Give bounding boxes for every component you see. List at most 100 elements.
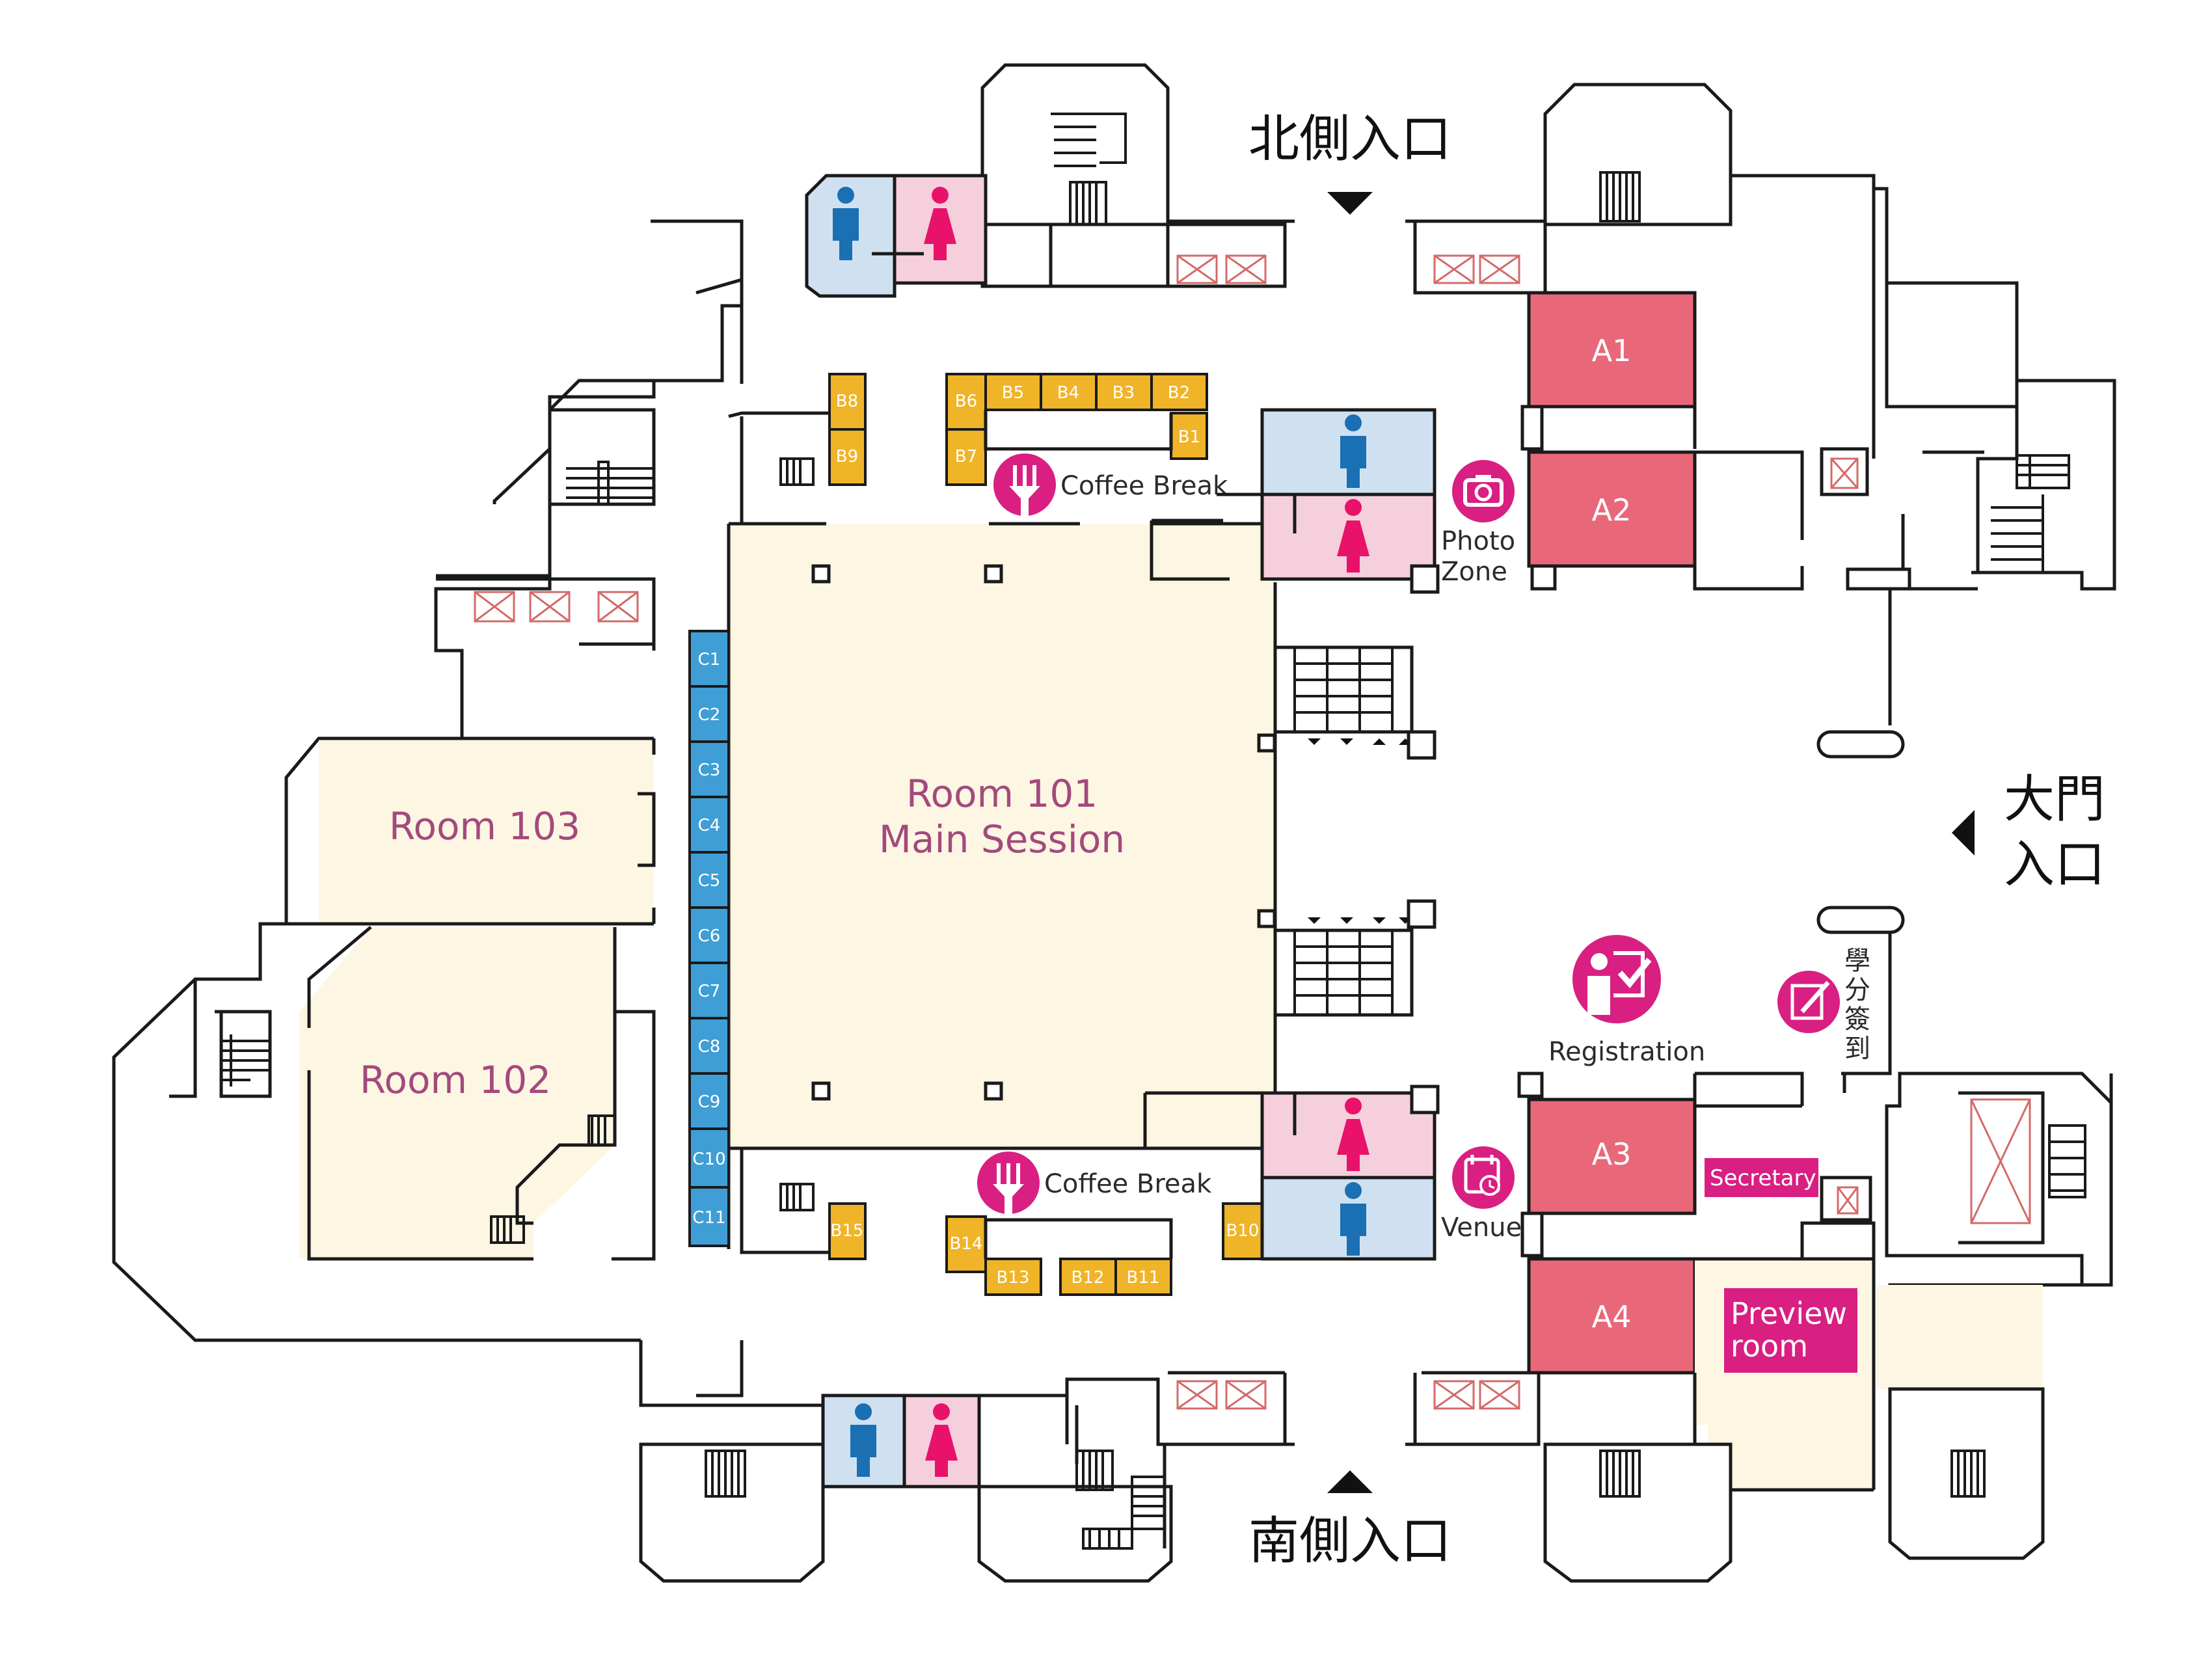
svg-text:C3: C3 bbox=[698, 761, 721, 780]
svg-text:B8: B8 bbox=[836, 392, 858, 411]
left-tables bbox=[474, 591, 639, 623]
svg-text:B3: B3 bbox=[1113, 383, 1135, 403]
registration[interactable]: Registration bbox=[1548, 935, 1705, 1067]
booth-c1[interactable]: C1 bbox=[688, 630, 730, 688]
secretary-office[interactable]: Secretary bbox=[1705, 1158, 1818, 1197]
triangle-arrow-icon bbox=[1327, 1470, 1373, 1493]
svg-text:B10: B10 bbox=[1226, 1221, 1260, 1241]
booth-b12[interactable]: B12 bbox=[1059, 1258, 1117, 1296]
room-a2[interactable]: A2 bbox=[1527, 450, 1697, 568]
booth-b4[interactable]: B4 bbox=[1040, 373, 1098, 411]
room-103-label: Room 103 bbox=[389, 804, 580, 848]
svg-text:B1: B1 bbox=[1178, 427, 1200, 447]
secretary-label: Secretary bbox=[1710, 1165, 1816, 1191]
room-101-main-session[interactable]: Room 101 Main Session bbox=[727, 522, 1277, 1150]
room-a2-label: A2 bbox=[1592, 492, 1632, 528]
room-101-label-2: Main Session bbox=[879, 817, 1125, 861]
camera-icon bbox=[1452, 460, 1515, 522]
female-restroom-icon bbox=[924, 187, 956, 260]
booth-b1[interactable]: B1 bbox=[1170, 412, 1208, 460]
booth-b11[interactable]: B11 bbox=[1114, 1258, 1172, 1296]
svg-text:B7: B7 bbox=[955, 447, 977, 466]
venue[interactable]: Venue bbox=[1441, 1146, 1522, 1243]
booth-b8[interactable]: B8 bbox=[828, 373, 867, 431]
room-a1[interactable]: A1 bbox=[1527, 291, 1697, 409]
coffee-break-bottom[interactable]: Coffee Break bbox=[977, 1152, 1212, 1214]
photo-zone-label-1: Photo bbox=[1441, 526, 1515, 556]
room-a4[interactable]: A4 bbox=[1527, 1257, 1697, 1375]
booth-b5[interactable]: B5 bbox=[984, 373, 1042, 411]
booth-b9[interactable]: B9 bbox=[828, 428, 867, 486]
female-restroom-icon bbox=[1337, 499, 1369, 573]
booth-b10[interactable]: B10 bbox=[1222, 1202, 1263, 1260]
south-entrance-label: 南側入口 bbox=[1248, 1512, 1451, 1571]
credit-signin-char-3: 簽 bbox=[1844, 1005, 1870, 1034]
room-a3-label: A3 bbox=[1592, 1137, 1632, 1172]
svg-text:B4: B4 bbox=[1057, 383, 1079, 403]
venue-label: Venue bbox=[1441, 1213, 1522, 1243]
escalators bbox=[1273, 645, 1436, 1017]
booth-b15[interactable]: B15 bbox=[828, 1202, 867, 1260]
booth-c3[interactable]: C3 bbox=[688, 740, 730, 798]
booth-c5[interactable]: C5 bbox=[688, 851, 730, 909]
east-block bbox=[1816, 189, 2116, 1560]
room-a3[interactable]: A3 bbox=[1527, 1098, 1697, 1215]
room-a4-label: A4 bbox=[1592, 1299, 1632, 1334]
booth-c6[interactable]: C6 bbox=[688, 906, 730, 964]
booth-c10[interactable]: C10 bbox=[688, 1127, 730, 1189]
preview-room-label-1: Preview bbox=[1731, 1296, 1847, 1331]
coffee-break-top[interactable]: Coffee Break bbox=[993, 453, 1228, 516]
north-restrooms bbox=[805, 174, 988, 298]
triangle-arrow-icon bbox=[1327, 192, 1373, 215]
booth-b6[interactable]: B6 bbox=[945, 373, 987, 431]
credit-signin-char-1: 學 bbox=[1844, 946, 1870, 976]
booth-c9[interactable]: C9 bbox=[688, 1072, 730, 1130]
north-entrance-label: 北側入口 bbox=[1248, 110, 1451, 169]
svg-text:C10: C10 bbox=[692, 1150, 725, 1169]
coffee-break-bottom-label: Coffee Break bbox=[1044, 1169, 1212, 1199]
booth-b3[interactable]: B3 bbox=[1095, 373, 1153, 411]
credit-signin-char-2: 分 bbox=[1844, 975, 1870, 1005]
male-restroom-icon bbox=[1340, 1182, 1366, 1256]
room-102[interactable]: Room 102 bbox=[299, 926, 656, 1261]
main-entrance-label-1: 大門 bbox=[2004, 770, 2105, 829]
photo-zone[interactable]: Photo Zone bbox=[1441, 460, 1515, 587]
booth-c11[interactable]: C11 bbox=[688, 1186, 730, 1247]
svg-text:B14: B14 bbox=[950, 1234, 983, 1254]
booth-b13[interactable]: B13 bbox=[984, 1258, 1042, 1296]
booths-c: C1 C2 C3 C4 C5 C6 C7 C8 C9 C10 C11 bbox=[688, 630, 730, 1247]
booth-b14[interactable]: B14 bbox=[945, 1215, 987, 1273]
entrance-tables bbox=[1168, 224, 1520, 1444]
male-restroom-icon bbox=[1340, 414, 1366, 488]
svg-text:C6: C6 bbox=[698, 926, 721, 946]
svg-text:C4: C4 bbox=[698, 816, 721, 835]
svg-text:B11: B11 bbox=[1127, 1268, 1160, 1288]
preview-room[interactable]: Preview room bbox=[1724, 1288, 1857, 1373]
room-103[interactable]: Room 103 bbox=[286, 736, 656, 926]
svg-text:B2: B2 bbox=[1168, 383, 1190, 403]
booth-c7[interactable]: C7 bbox=[688, 962, 730, 1019]
north-entrance[interactable]: 北側入口 bbox=[1248, 110, 1451, 215]
svg-text:B12: B12 bbox=[1072, 1268, 1105, 1288]
south-entrance[interactable]: 南側入口 bbox=[1248, 1470, 1451, 1571]
booth-c8[interactable]: C8 bbox=[688, 1017, 730, 1075]
svg-text:B9: B9 bbox=[836, 447, 858, 466]
svg-text:B13: B13 bbox=[997, 1268, 1030, 1288]
booth-c4[interactable]: C4 bbox=[688, 796, 730, 854]
main-entrance[interactable]: 大門 入口 bbox=[1952, 770, 2105, 894]
north-stair-blocks bbox=[980, 63, 1733, 288]
credit-signin-char-4: 到 bbox=[1844, 1034, 1870, 1064]
secretary-table bbox=[1820, 1176, 1872, 1222]
coffee-break-top-label: Coffee Break bbox=[1060, 471, 1228, 501]
booth-b2[interactable]: B2 bbox=[1150, 373, 1208, 411]
room-101-label-1: Room 101 bbox=[906, 772, 1098, 816]
svg-text:B15: B15 bbox=[831, 1221, 864, 1241]
registration-label: Registration bbox=[1548, 1037, 1705, 1067]
svg-text:C7: C7 bbox=[698, 982, 721, 1001]
credit-signin[interactable]: 學 分 簽 到 bbox=[1777, 946, 1887, 1075]
booth-b7[interactable]: B7 bbox=[945, 428, 987, 486]
booth-c2[interactable]: C2 bbox=[688, 685, 730, 743]
svg-text:C2: C2 bbox=[698, 705, 721, 725]
center-restrooms bbox=[1143, 408, 1440, 1261]
